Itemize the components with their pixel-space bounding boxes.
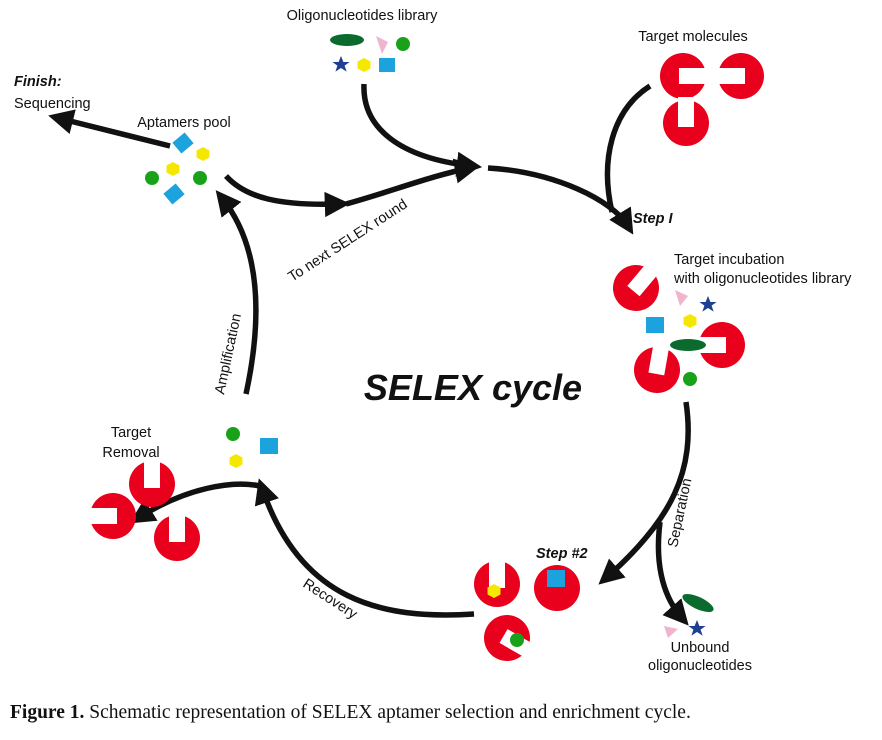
yellow-hexagon-icon (487, 584, 501, 598)
released-oligos-group (226, 427, 278, 468)
target-removal-group (87, 458, 200, 561)
step1-label: Step I (633, 211, 673, 227)
step2-label: Step #2 (536, 546, 588, 562)
blue-star-icon (332, 56, 350, 72)
selex-diagram: Oligonucleotides library Target molecule… (14, 8, 852, 674)
green-circle-icon (193, 171, 207, 185)
yellow-hexagon-icon (166, 162, 180, 176)
finish-title: Finish: (14, 74, 62, 90)
aptamers-pool-label: Aptamers pool (137, 115, 231, 131)
cyan-square-icon (379, 58, 395, 72)
green-ellipse-icon (330, 34, 364, 46)
cyan-square-icon (163, 183, 185, 205)
target-molecules-group (660, 53, 764, 146)
green-ellipse-icon (670, 339, 706, 351)
selex-cycle-title: SELEX cycle (364, 367, 582, 408)
cyan-square-icon (260, 438, 278, 454)
unbound-label-2: oligonucleotides (648, 658, 752, 674)
arrow-amplification (215, 190, 259, 395)
arrow-cycle-top (487, 165, 634, 235)
blue-star-icon (699, 296, 717, 312)
yellow-hexagon-icon (196, 147, 210, 161)
separation-label: Separation (665, 477, 695, 549)
cyan-square-icon (547, 570, 565, 587)
blue-star-icon (688, 620, 706, 636)
arrow-recovery (254, 478, 475, 618)
removal-label-1: Target (111, 425, 151, 441)
arrow-target-removal (129, 481, 261, 524)
arrow-to-unbound (655, 521, 689, 626)
aptamers-pool-group (145, 132, 210, 205)
cyan-square-icon (172, 132, 194, 154)
figure-caption: Figure 1. Schematic representation of SE… (10, 702, 872, 724)
yellow-hexagon-icon (229, 454, 243, 468)
pink-triangle-icon (675, 290, 688, 306)
removal-label-2: Removal (102, 445, 159, 461)
arrow-next-round (223, 174, 351, 218)
green-circle-icon (145, 171, 159, 185)
cyan-square-icon (646, 317, 664, 333)
library-label: Oligonucleotides library (287, 8, 438, 24)
unbound-label-1: Unbound (671, 640, 730, 656)
incubation-label-1: Target incubation (674, 252, 784, 268)
caption-label: Figure 1. (10, 702, 85, 723)
caption-text: Schematic representation of SELEX aptame… (89, 702, 691, 723)
pink-triangle-icon (664, 626, 678, 638)
targets-label: Target molecules (638, 29, 748, 45)
green-circle-icon (226, 427, 240, 441)
yellow-hexagon-icon (357, 58, 371, 72)
finish-text: Sequencing (14, 96, 91, 112)
pink-triangle-icon (376, 36, 388, 54)
green-circle-icon (510, 633, 524, 647)
arrow-right-down (598, 401, 691, 585)
arrow-targets-to-cycle (604, 83, 652, 213)
green-circle-icon (683, 372, 697, 386)
green-ellipse-icon (682, 593, 714, 613)
cycle-arrows (48, 83, 691, 626)
step2-complexes-group (474, 558, 580, 671)
green-circle-icon (396, 37, 410, 51)
arrow-finish (48, 109, 171, 149)
incubation-group (603, 253, 745, 397)
arrow-library-to-cycle (361, 83, 483, 177)
next-round-label: To next SELEX round (285, 196, 410, 285)
yellow-hexagon-icon (683, 314, 697, 328)
library-group (330, 34, 410, 72)
amplification-label: Amplification (212, 312, 245, 396)
unbound-group (664, 593, 714, 638)
incubation-label-2: with oligonucleotides library (673, 271, 852, 287)
arrow-next-round-join (345, 158, 480, 207)
